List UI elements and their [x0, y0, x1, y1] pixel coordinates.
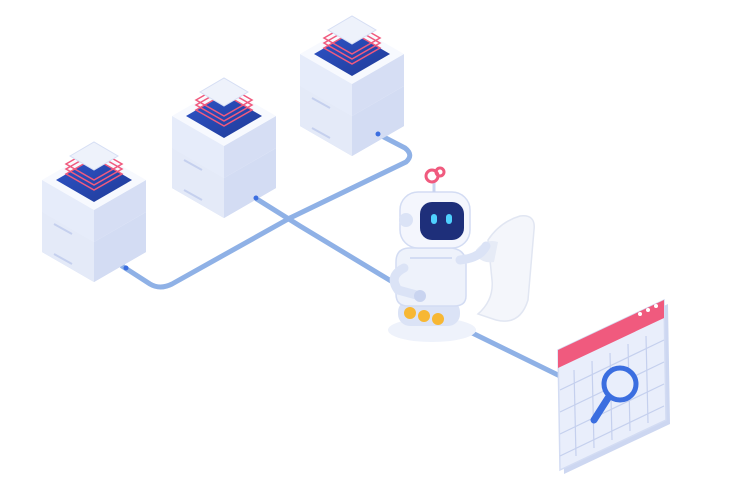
robot-wheel: [418, 310, 430, 322]
browser-grid: [559, 335, 665, 457]
paper-scroll: [476, 215, 535, 322]
robot-eye: [446, 214, 452, 224]
cable-right-server: [287, 131, 413, 221]
browser-window-header: [558, 300, 664, 368]
robot: [388, 166, 491, 342]
window-dot: [638, 312, 642, 316]
browser-window: [557, 298, 670, 474]
cable-middle-server: [249, 193, 399, 287]
server-middle: [172, 77, 276, 218]
server-right: [300, 15, 404, 156]
robot-wheel: [432, 313, 444, 325]
robot-face-screen: [420, 202, 464, 240]
cable-left-server: [119, 215, 293, 290]
network-cables: [119, 131, 563, 379]
robot-eye: [431, 214, 437, 224]
magnifier-icon: [590, 365, 639, 424]
window-dot: [646, 308, 650, 312]
server-left: [42, 141, 146, 282]
robot-wheel: [404, 307, 416, 319]
window-dot: [654, 304, 658, 308]
cable-robot-to-window: [455, 323, 563, 379]
